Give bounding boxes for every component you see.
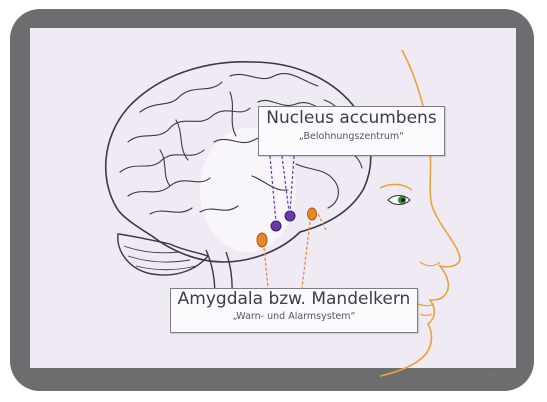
nucleus-accumbens-title: Nucleus accumbens (259, 110, 444, 128)
amygdala-subtitle: „Warn- und Alarmsystem“ (171, 311, 417, 322)
amygdala-label: Amygdala bzw. Mandelkern „Warn- und Alar… (170, 288, 418, 333)
cerebellum-outline (118, 234, 208, 275)
author-initials: HN (487, 374, 495, 380)
eye-icon (388, 196, 410, 205)
nostril (420, 262, 440, 266)
mouth (418, 304, 434, 316)
eyebrow (380, 184, 412, 190)
amygdala-title: Amygdala bzw. Mandelkern (171, 291, 417, 309)
nucleus-accumbens-subtitle: „Belohnungszentrum“ (259, 131, 444, 142)
nucleus-accumbens-label: Nucleus accumbens „Belohnungszentrum“ (258, 106, 445, 156)
